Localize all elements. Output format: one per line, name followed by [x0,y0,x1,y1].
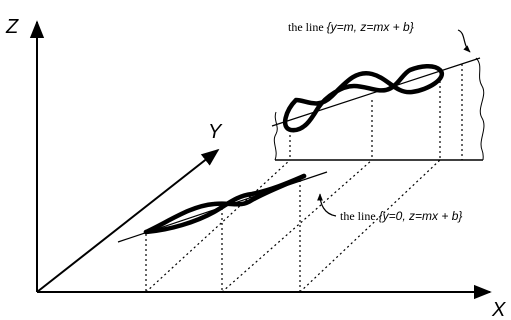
upper-plane [273,57,485,161]
lower-projections [145,180,301,292]
upper-annotation-arrow [457,29,471,53]
upper-twisted-curve [282,64,444,133]
lower-twisted-curve [143,173,307,235]
upper-plane-right-wavy-edge [475,57,485,161]
depth-connectors [145,159,441,293]
lower-annotation-prefix: the line [340,209,379,223]
lower-annotation-math: {y=0, z=mx + b} [379,209,463,223]
upper-annotation-math: {y=m, z=mx + b} [327,20,414,34]
upper-plane-left-wavy-edge [273,111,278,161]
y-axis [36,148,220,293]
upper-projections [289,64,463,160]
upper-annotation-prefix: the line [288,20,327,34]
x-axis-label: X [491,299,506,320]
axes [29,20,492,300]
lower-annotation-arrow [317,193,337,217]
lower-annotation: the line {y=0, z=mx + b} [340,209,462,223]
z-axis-label: Z [5,16,19,38]
y-axis-label: Y [208,121,223,143]
upper-annotation: the line {y=m, z=mx + b} [288,20,414,34]
